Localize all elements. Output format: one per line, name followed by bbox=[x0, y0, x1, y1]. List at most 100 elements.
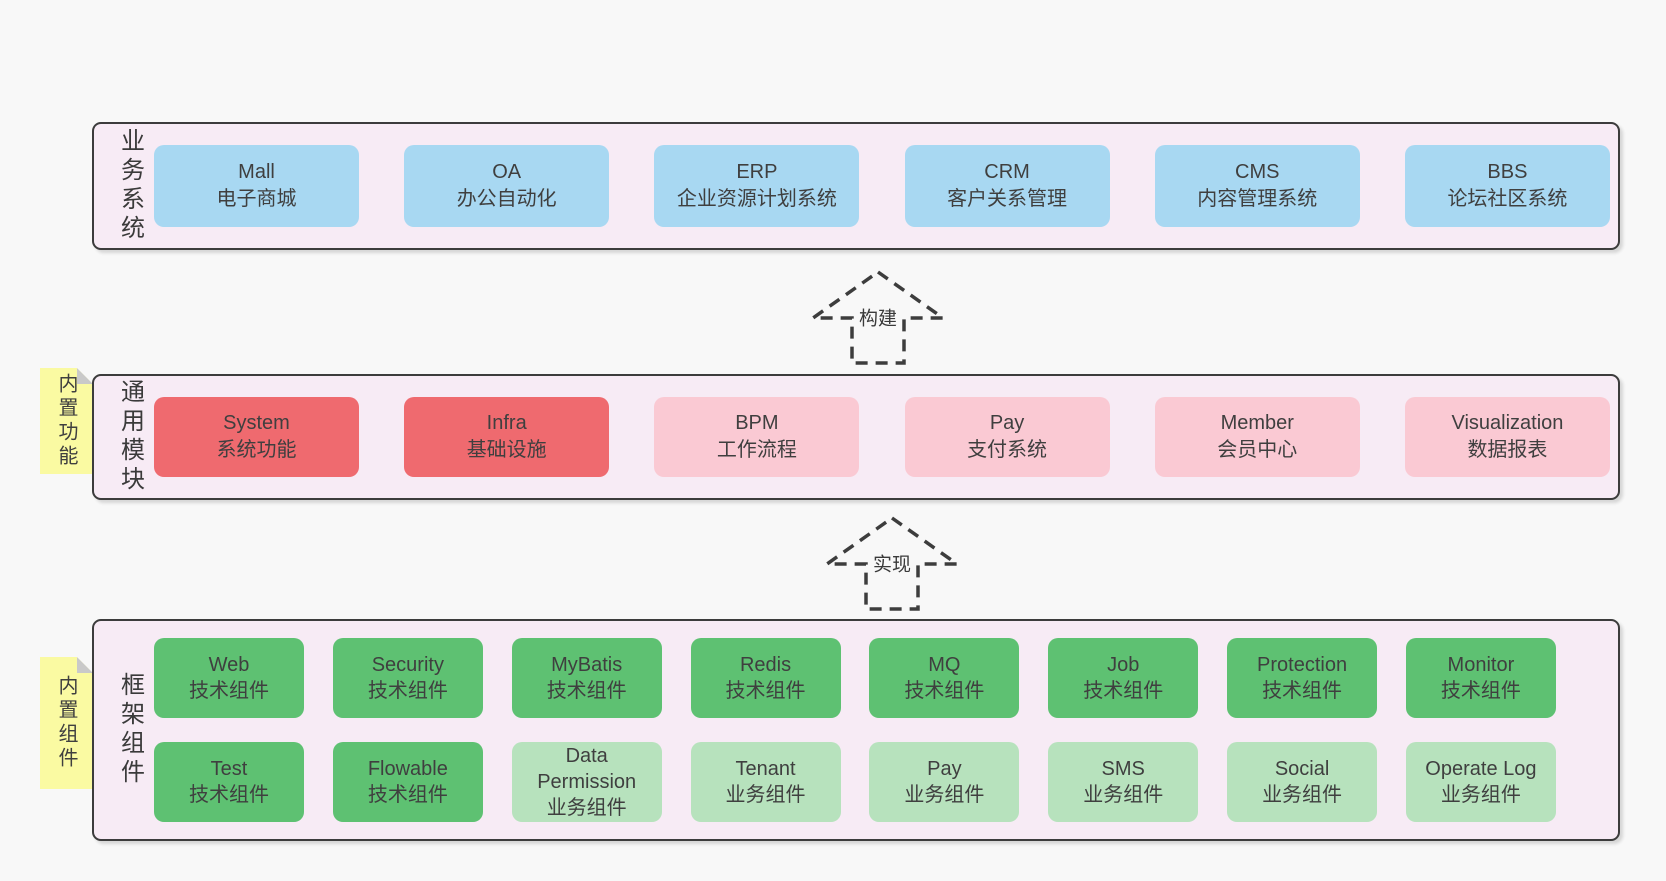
box-erp: ERP 企业资源计划系统 bbox=[654, 145, 860, 227]
box-subtitle: 业务组件 bbox=[1083, 784, 1164, 806]
framework-components-grid: Web 技术组件 Security 技术组件 MyBatis 技术组件 Redi… bbox=[154, 638, 1618, 822]
business-systems-row: Mall 电子商城 OA 办公自动化 ERP 企业资源计划系统 CRM 客户关系… bbox=[154, 145, 1618, 227]
box-subtitle: 技术组件 bbox=[904, 680, 985, 702]
box-title: SMS bbox=[1101, 758, 1145, 780]
box-subtitle: 技术组件 bbox=[546, 680, 627, 702]
framework-components-row-2: Test 技术组件 Flowable 技术组件 Data Permission … bbox=[154, 742, 1556, 822]
note-built-in-features: 内置功能 bbox=[40, 368, 93, 474]
box-operate-log: Operate Log 业务组件 bbox=[1405, 742, 1556, 822]
box-monitor: Monitor 技术组件 bbox=[1405, 638, 1556, 718]
box-bbs: BBS 论坛社区系统 bbox=[1404, 145, 1610, 227]
box-title: Test bbox=[210, 758, 248, 780]
box-title: Mall bbox=[238, 161, 275, 183]
box-redis: Redis 技术组件 bbox=[690, 638, 841, 718]
box-title: Member bbox=[1220, 412, 1294, 434]
box-title: Flowable bbox=[367, 758, 448, 780]
box-subtitle: 技术组件 bbox=[367, 680, 448, 702]
box-flowable: Flowable 技术组件 bbox=[332, 742, 483, 822]
arrow-build-label: 构建 bbox=[856, 302, 900, 332]
box-subtitle: 会员中心 bbox=[1217, 439, 1298, 461]
box-title: Pay bbox=[927, 758, 962, 780]
box-subtitle: 业务组件 bbox=[546, 797, 627, 819]
arrow-implement-label: 实现 bbox=[870, 548, 914, 578]
box-pay-business: Pay 业务组件 bbox=[869, 742, 1020, 822]
box-title: System bbox=[223, 412, 290, 434]
box-title: Social bbox=[1274, 758, 1330, 780]
box-visualization: Visualization 数据报表 bbox=[1404, 397, 1610, 477]
box-subtitle: 支付系统 bbox=[967, 439, 1048, 461]
box-title: Infra bbox=[486, 412, 527, 434]
box-subtitle: 客户关系管理 bbox=[947, 188, 1068, 210]
box-title: ERP bbox=[736, 161, 778, 183]
note-built-in-components-text: 内置组件 bbox=[55, 675, 77, 771]
box-mybatis: MyBatis 技术组件 bbox=[511, 638, 662, 718]
box-title: Security bbox=[371, 654, 444, 676]
box-subtitle: 数据报表 bbox=[1467, 439, 1548, 461]
box-subtitle: 业务组件 bbox=[1262, 784, 1343, 806]
band-common-modules-label: 通用模块 bbox=[116, 379, 144, 495]
box-data-permission: Data Permission 业务组件 bbox=[511, 742, 662, 822]
box-infra: Infra 基础设施 bbox=[404, 397, 610, 477]
box-subtitle: 系统功能 bbox=[216, 439, 297, 461]
box-test: Test 技术组件 bbox=[154, 742, 304, 822]
box-subtitle: 内容管理系统 bbox=[1197, 188, 1318, 210]
box-title: MQ bbox=[928, 654, 961, 676]
box-subtitle: 电子商城 bbox=[216, 188, 297, 210]
box-subtitle: 办公自动化 bbox=[456, 188, 557, 210]
note-built-in-features-text: 内置功能 bbox=[55, 373, 77, 469]
box-title: CMS bbox=[1235, 161, 1280, 183]
box-oa: OA 办公自动化 bbox=[404, 145, 610, 227]
band-framework-components-label: 框架组件 bbox=[116, 672, 144, 788]
box-title: BPM bbox=[735, 412, 779, 434]
arrow-implement: 实现 bbox=[825, 516, 959, 611]
box-job: Job 技术组件 bbox=[1048, 638, 1199, 718]
box-subtitle: 技术组件 bbox=[189, 784, 269, 806]
box-mall: Mall 电子商城 bbox=[154, 145, 359, 227]
box-title: MyBatis bbox=[551, 654, 623, 676]
box-title: Tenant bbox=[735, 758, 796, 780]
box-protection: Protection 技术组件 bbox=[1227, 638, 1378, 718]
band-framework-components: 框架组件 Web 技术组件 Security 技术组件 MyBatis 技术组件… bbox=[92, 619, 1620, 841]
box-subtitle: 技术组件 bbox=[1262, 680, 1343, 702]
framework-components-row-1: Web 技术组件 Security 技术组件 MyBatis 技术组件 Redi… bbox=[154, 638, 1556, 718]
box-system: System 系统功能 bbox=[154, 397, 359, 477]
box-web: Web 技术组件 bbox=[154, 638, 304, 718]
common-modules-row: System 系统功能 Infra 基础设施 BPM 工作流程 Pay 支付系统… bbox=[154, 397, 1618, 477]
box-subtitle: 技术组件 bbox=[367, 784, 448, 806]
box-subtitle: 基础设施 bbox=[466, 439, 547, 461]
box-title: CRM bbox=[984, 161, 1030, 183]
box-title: Data Permission bbox=[537, 745, 637, 793]
box-title: Job bbox=[1107, 654, 1140, 676]
band-business-systems-label: 业务系统 bbox=[116, 128, 144, 244]
box-subtitle: 业务组件 bbox=[904, 784, 985, 806]
box-subtitle: 工作流程 bbox=[716, 439, 797, 461]
box-title: Monitor bbox=[1447, 654, 1515, 676]
box-tenant: Tenant 业务组件 bbox=[690, 742, 841, 822]
box-title: OA bbox=[492, 161, 522, 183]
box-subtitle: 论坛社区系统 bbox=[1447, 188, 1568, 210]
box-mq: MQ 技术组件 bbox=[869, 638, 1020, 718]
box-title: Pay bbox=[989, 412, 1025, 434]
box-title: Redis bbox=[739, 654, 792, 676]
arrow-build: 构建 bbox=[811, 270, 945, 365]
box-title: Visualization bbox=[1451, 412, 1564, 434]
band-common-modules: 通用模块 System 系统功能 Infra 基础设施 BPM 工作流程 Pay… bbox=[92, 374, 1620, 500]
note-fold-icon bbox=[77, 368, 93, 384]
box-subtitle: 技术组件 bbox=[189, 680, 269, 702]
band-business-systems: 业务系统 Mall 电子商城 OA 办公自动化 ERP 企业资源计划系统 CRM… bbox=[92, 122, 1620, 250]
box-bpm: BPM 工作流程 bbox=[654, 397, 860, 477]
box-crm: CRM 客户关系管理 bbox=[904, 145, 1110, 227]
box-subtitle: 业务组件 bbox=[725, 784, 806, 806]
box-title: Protection bbox=[1257, 654, 1348, 676]
box-subtitle: 业务组件 bbox=[1440, 784, 1521, 806]
box-cms: CMS 内容管理系统 bbox=[1154, 145, 1360, 227]
box-subtitle: 企业资源计划系统 bbox=[676, 188, 837, 210]
box-member: Member 会员中心 bbox=[1154, 397, 1360, 477]
box-pay-system: Pay 支付系统 bbox=[904, 397, 1110, 477]
box-title: BBS bbox=[1487, 161, 1528, 183]
box-security: Security 技术组件 bbox=[332, 638, 483, 718]
box-title: Web bbox=[208, 654, 250, 676]
box-sms: SMS 业务组件 bbox=[1048, 742, 1199, 822]
box-social: Social 业务组件 bbox=[1227, 742, 1378, 822]
